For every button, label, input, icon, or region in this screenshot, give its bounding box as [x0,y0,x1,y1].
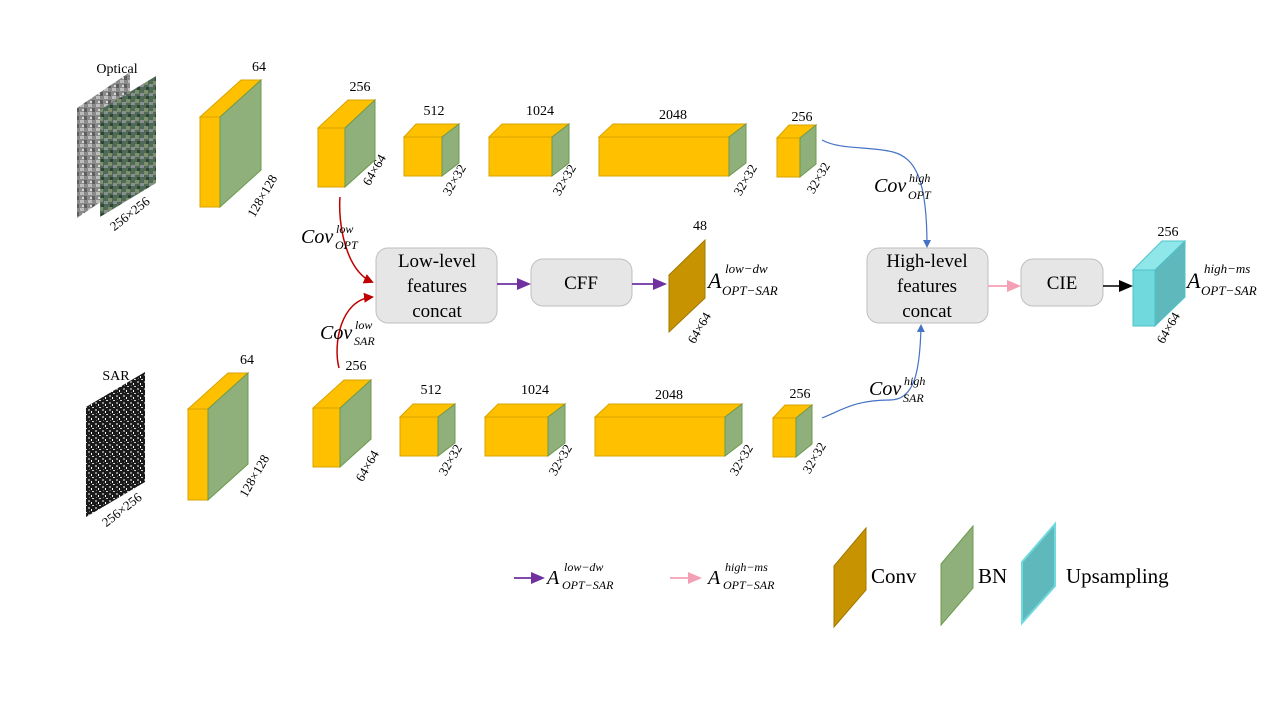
low-output-symbol: A [706,268,722,293]
legend-upsampling-swatch [1021,521,1056,626]
legend-conv-label: Conv [871,564,917,588]
high-level-concat-box: High-level features concat [866,247,989,324]
sar-ch-2: 256 [346,359,367,374]
opt-ch-1: 64 [252,60,266,75]
sar-ch-3: 512 [421,383,442,398]
sar-block-1: 64 128×128 [186,353,272,502]
svg-text:Cov low SAR: Cov low SAR [320,312,377,348]
opt-low-arrow [338,196,374,284]
legend: A low−dw OPT−SAR A high−ms OPT−SAR Conv … [514,521,1169,629]
sar-ch-6: 256 [790,387,811,402]
cff-label: CFF [564,273,598,294]
sar-low-arrow [336,292,374,369]
sar-size-2: 64×64 [352,447,382,484]
high-output-sup: high−ms [1204,261,1250,276]
cov-opt-low-label: Cov low OPT [301,216,359,252]
svg-text:Cov high SAR: Cov high SAR [869,368,930,405]
legend-high-label: A high−ms OPT−SAR [706,554,775,592]
opt-block-4: 1024 32×32 [487,104,579,198]
opt-block-5: 2048 32×32 [597,108,760,198]
optical-input: Optical 256×256 [77,62,156,234]
sar-label: SAR [102,369,130,384]
opt-block-2: 256 64×64 [316,80,389,189]
sar-block-2: 256 64×64 [311,359,382,484]
cov-sar-low-label: Cov low SAR [320,312,377,348]
cie-label: CIE [1047,273,1078,294]
low-level-concat-box: Low-level features concat [375,247,498,324]
low-concat-line-3: concat [412,301,462,322]
high-concat-line-3: concat [902,301,952,322]
legend-upsampling-label: Upsampling [1066,564,1169,588]
low-concat-line-2: features [407,276,467,297]
opt-block-3: 512 32×32 [402,104,469,198]
sar-input: SAR 256×256 [86,369,145,530]
sar-block-3: 512 32×32 [398,383,465,478]
opt-ch-2: 256 [350,80,371,95]
high-output-sub: OPT−SAR [1201,283,1257,298]
legend-conv-swatch [833,526,867,629]
svg-text:A low−dw OPT−SAR: A low−dw OPT−SAR [706,253,778,298]
svg-text:Cov low OPT: Cov low OPT [301,216,359,252]
opt-block-6: 256 32×32 [775,110,833,196]
sar-branch: 64 128×128 256 64×64 512 32×32 1024 32×3… [186,353,829,502]
svg-text:A high−ms OPT−SAR: A high−ms OPT−SAR [1185,253,1257,298]
opt-ch-3: 512 [424,104,445,119]
sar-ch-4: 1024 [521,383,549,398]
sar-block-5: 2048 32×32 [593,388,756,478]
opt-ch-6: 256 [792,110,813,125]
legend-low-label: A low−dw OPT−SAR [545,554,614,592]
legend-bn-swatch [940,524,974,627]
flow-arrows [336,139,1133,419]
low-output-size: 64×64 [684,309,714,346]
sar-block-6: 256 32×32 [771,387,829,476]
sar-ch-5: 2048 [655,388,683,403]
cov-opt-high-label: Cov high OPT [874,165,935,202]
low-output-sup: low−dw [725,261,768,276]
optical-branch: 64 128×128 256 64×64 512 32×32 1024 32×3… [198,60,833,220]
cov-sar-high-label: Cov high SAR [869,368,930,405]
sar-ch-1: 64 [240,353,254,368]
optical-label: Optical [96,62,137,77]
svg-text:Cov high OPT: Cov high OPT [874,165,935,202]
sar-high-arrow [821,324,925,419]
low-concat-line-1: Low-level [398,251,476,272]
high-output-feature: 256 64×64 A high−ms OPT−SAR [1131,225,1257,346]
low-output-feature: 48 64×64 A low−dw OPT−SAR [668,219,778,346]
sar-image [86,372,145,517]
opt-high-arrow [821,139,931,248]
cff-box: CFF [530,258,633,307]
opt-block-1: 64 128×128 [198,60,280,220]
high-concat-line-2: features [897,276,957,297]
high-concat-line-1: High-level [886,251,967,272]
legend-bn-label: BN [978,564,1007,588]
opt-ch-5: 2048 [659,108,687,123]
optical-image-front [100,76,156,217]
low-output-channels: 48 [693,219,707,234]
low-output-sub: OPT−SAR [722,283,778,298]
high-output-channels: 256 [1158,225,1179,240]
cie-box: CIE [1020,258,1104,307]
high-output-symbol: A [1185,268,1201,293]
opt-ch-4: 1024 [526,104,554,119]
sar-block-4: 1024 32×32 [483,383,575,478]
